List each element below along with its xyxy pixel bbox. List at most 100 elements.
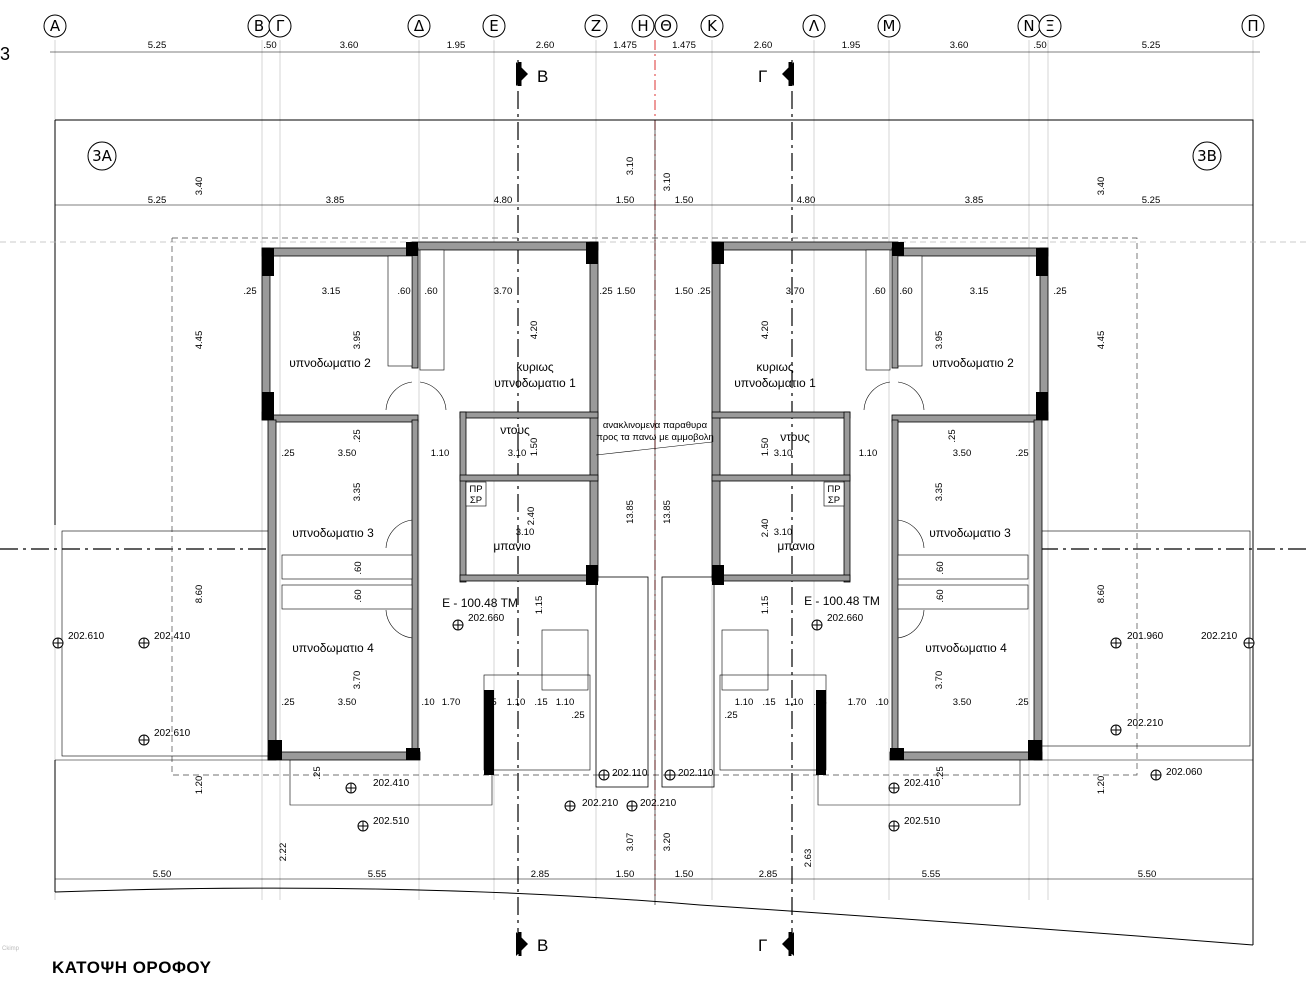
- dim-label: 1.15: [760, 596, 771, 615]
- dim-label: .60: [872, 286, 885, 297]
- level-label: 202.210: [640, 798, 677, 809]
- dim-label: .25: [599, 286, 612, 297]
- dim-label: 2.40: [760, 519, 771, 538]
- dim-label: .15: [534, 697, 547, 708]
- dim-label: 5.55: [922, 869, 941, 880]
- dim-label: 2.40: [526, 507, 537, 526]
- axis-label: Ε: [489, 17, 498, 35]
- dim-label: .25: [571, 710, 584, 721]
- closet-label: ΠΡ: [469, 484, 482, 495]
- dim-label: 2.85: [531, 869, 550, 880]
- section-label-g: Γ: [758, 67, 767, 86]
- faint-stamp: Ckimp: [2, 946, 20, 952]
- dim-label: .25: [947, 429, 958, 442]
- dim-label: 1.50: [675, 195, 694, 206]
- dim-label: 1.95: [447, 40, 466, 51]
- axis-label: Ζ: [591, 17, 601, 35]
- dim-label: 2.60: [536, 40, 555, 51]
- dim-label: 3.10: [508, 448, 527, 459]
- dim-label: 3.95: [352, 331, 363, 350]
- bottom-dimension-line: 5.50 5.55 2.85 1.50 1.50 2.85 5.55 5.50: [55, 869, 1253, 880]
- room-label-shower: ντους: [780, 430, 810, 444]
- dim-label: 3.10: [516, 527, 535, 538]
- left-unit-walls: [261, 241, 649, 806]
- axis-label: Θ: [660, 17, 672, 35]
- dim-label: 3.50: [953, 448, 972, 459]
- dim-label: 1.10: [735, 697, 754, 708]
- dim-label: .50: [1033, 40, 1046, 51]
- dim-label: .25: [281, 448, 294, 459]
- dim-label: .25: [1053, 286, 1066, 297]
- room-label-bedroom-2: υπνοδωματιο 2: [289, 356, 371, 370]
- dim-label: 3.50: [338, 448, 357, 459]
- dim-label: 4.45: [1096, 331, 1107, 350]
- dim-label: 3.70: [934, 671, 945, 690]
- dim-label: 1.10: [507, 697, 526, 708]
- axis-label: Λ: [809, 17, 820, 35]
- room-label-bedroom-2: υπνοδωματιο 2: [932, 356, 1014, 370]
- dim-label: 8.60: [1096, 585, 1107, 604]
- axis-label: Π: [1247, 17, 1258, 35]
- level-label: 202.210: [582, 798, 619, 809]
- axis-label: Γ: [276, 17, 285, 35]
- dim-label: 1.50: [675, 286, 694, 297]
- level-label: 202.660: [827, 613, 864, 624]
- level-label: 202.510: [373, 816, 410, 827]
- axis-label: Ν: [1023, 17, 1034, 35]
- unit-bubble-3a: [87, 141, 117, 171]
- dim-label: 5.25: [148, 195, 167, 206]
- dim-label: 1.475: [672, 40, 696, 51]
- dim-label: .60: [935, 589, 946, 602]
- roof-outline: [171, 237, 1138, 776]
- unit-label-3a: 3A: [92, 147, 113, 165]
- room-label-bedroom-3: υπνοδωματιο 3: [292, 526, 374, 540]
- dim-label: 1.10: [785, 697, 804, 708]
- level-label: 202.210: [1201, 631, 1238, 642]
- dim-label: .60: [353, 589, 364, 602]
- section-label-b: Β: [537, 936, 548, 955]
- dim-label: 1.50: [675, 869, 694, 880]
- level-label: 202.060: [1166, 767, 1203, 778]
- closet-label: ΠΡ: [827, 484, 840, 495]
- axis-label: Α: [50, 17, 61, 35]
- level-label: 202.210: [1127, 718, 1164, 729]
- dim-label: 1.20: [194, 776, 205, 795]
- axis-label: Δ: [414, 17, 425, 35]
- unit-label-3b: 3B: [1197, 147, 1217, 165]
- room-label-master-line1: κυριως: [756, 360, 793, 374]
- axis-bubble: [43, 14, 67, 38]
- dim-label: .25: [352, 429, 363, 442]
- dim-label: 3.85: [965, 195, 984, 206]
- dim-label: 3.15: [970, 286, 989, 297]
- dim-label: .15: [762, 697, 775, 708]
- dim-label: .60: [424, 286, 437, 297]
- level-label: 202.610: [68, 631, 105, 642]
- dim-label: 2.85: [759, 869, 778, 880]
- dim-label: 2.22: [278, 843, 289, 862]
- room-label-bedroom-4: υπνοδωματιο 4: [292, 641, 374, 655]
- dim-label: 3.10: [774, 448, 793, 459]
- axis-bubbles: Α Β Γ Δ Ε Ζ Η Θ Κ Λ Μ Ν Ξ Π: [43, 14, 1265, 38]
- dim-label: .60: [935, 561, 946, 574]
- area-label: Ε - 100.48 ΤΜ: [442, 596, 518, 610]
- dim-label: 2.60: [754, 40, 773, 51]
- axis-grid-lines: [54, 40, 1254, 900]
- dim-label: .25: [724, 710, 737, 721]
- dim-label: .25: [243, 286, 256, 297]
- top-dimension-line: 5.25 .50 3.60 1.95 2.60 1.475 1.475 2.60…: [50, 40, 1260, 53]
- closet-label: ΣΡ: [828, 495, 840, 506]
- dim-label: .25: [813, 697, 826, 708]
- level-label: 202.410: [154, 631, 191, 642]
- section-label-g: Γ: [758, 936, 767, 955]
- dim-label: 13.85: [662, 500, 673, 524]
- second-dimension-row: 5.25 3.85 4.80 1.50 1.50 4.80 3.85 5.25 …: [55, 157, 1253, 206]
- dim-label: .25: [697, 286, 710, 297]
- level-label: 201.960: [1127, 631, 1164, 642]
- room-label-shower: ντους: [500, 423, 530, 437]
- dim-label: 3.20: [662, 833, 673, 852]
- window-note: ανακλινομενα παραθυρα προς τα πανω με αμ…: [595, 420, 714, 456]
- dim-label: .60: [899, 286, 912, 297]
- room-label-bath: μπανιο: [493, 539, 531, 553]
- dim-label: 5.25: [148, 40, 167, 51]
- dim-label: 3.10: [774, 527, 793, 538]
